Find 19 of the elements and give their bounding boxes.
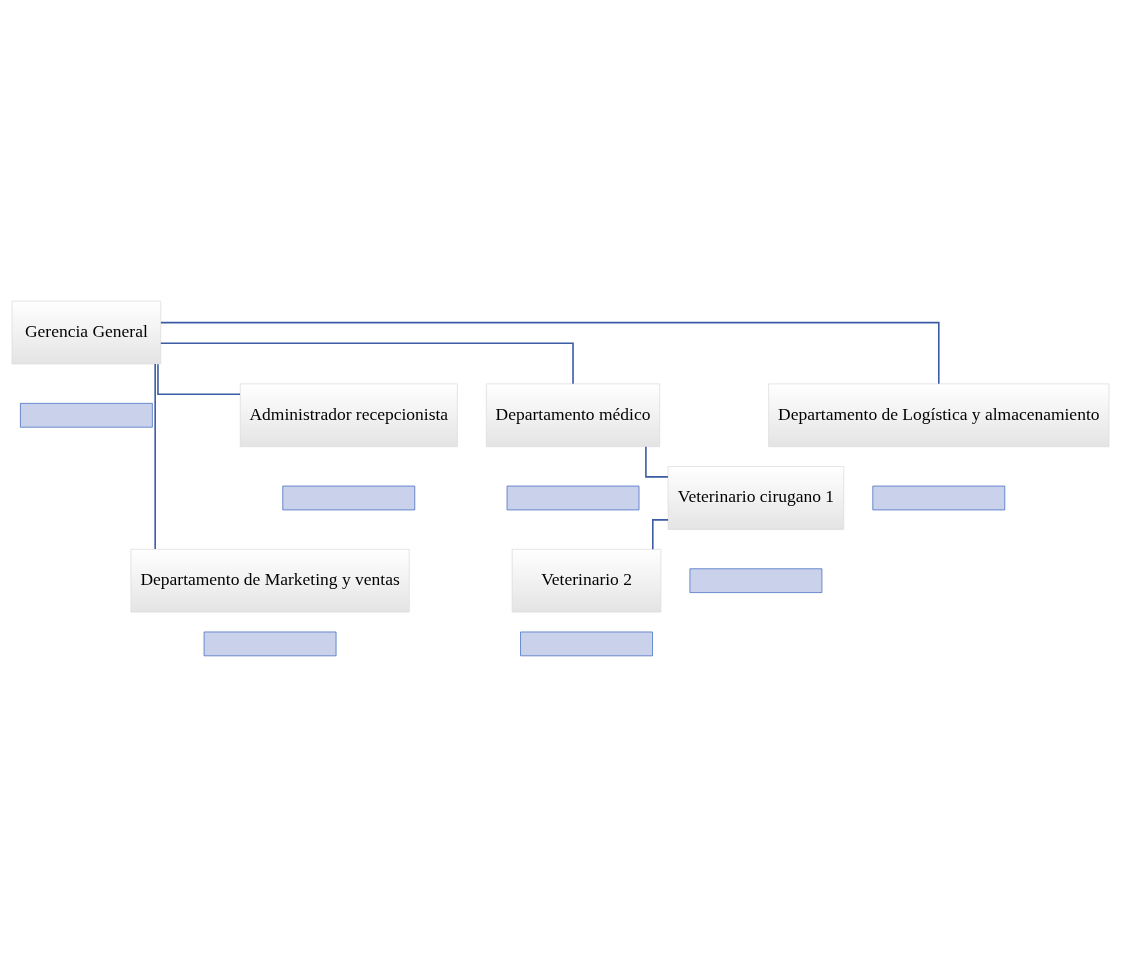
connector	[160, 342, 574, 385]
node-box: Veterinario cirugano 1	[667, 466, 845, 530]
node-box	[506, 485, 640, 511]
node-box	[282, 485, 416, 511]
node-box: Departamento de Marketing y ventas	[130, 548, 410, 613]
node-box: Veterinario 2	[511, 548, 662, 613]
node-box	[689, 568, 823, 593]
connector	[160, 321, 940, 385]
node-box: Administrador recepcionista	[239, 383, 458, 448]
node-box: Departamento médico	[485, 383, 661, 448]
node-box: Gerencia General	[11, 300, 162, 365]
node-box	[872, 485, 1006, 511]
connector	[157, 363, 241, 395]
connector	[645, 446, 669, 478]
connector	[154, 363, 156, 550]
node-box: Departamento de Logística y almacenamiento	[768, 383, 1110, 448]
node-box	[203, 631, 337, 657]
node-box	[520, 631, 653, 657]
node-box	[20, 402, 153, 428]
